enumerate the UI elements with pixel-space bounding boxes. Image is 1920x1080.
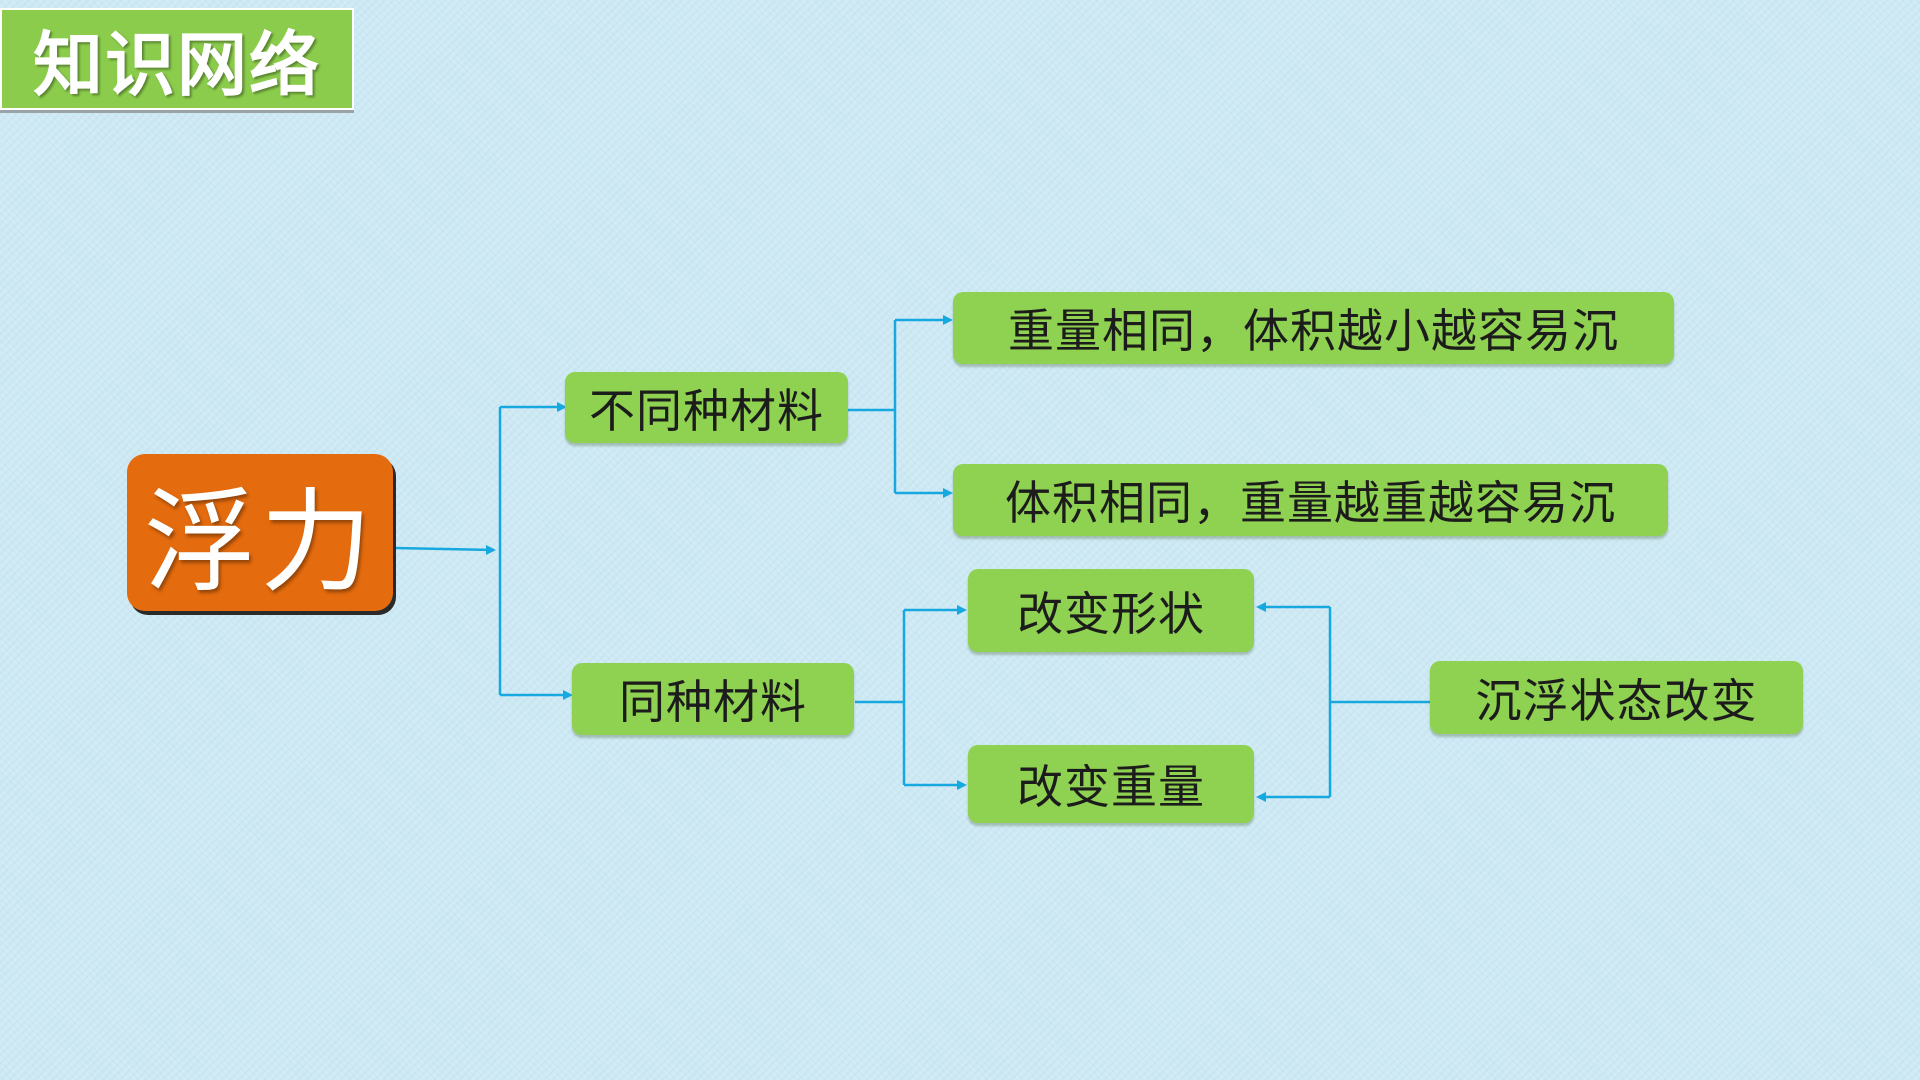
arrow-same-material xyxy=(563,690,573,700)
node-different-material-label: 不同种材料 xyxy=(589,383,824,438)
arrow-rule-volume xyxy=(943,488,953,498)
arrow-state-to-weight xyxy=(1256,792,1266,802)
arrow-change-shape xyxy=(957,605,967,615)
node-rule-same-weight-label: 重量相同，体积越小越容易沉 xyxy=(1008,304,1619,358)
node-change-weight: 改变重量 xyxy=(968,745,1254,823)
node-rule-same-volume: 体积相同，重量越重越容易沉 xyxy=(953,464,1668,536)
node-change-shape-label: 改变形状 xyxy=(1017,586,1205,641)
section-title: 知识网络 xyxy=(33,23,321,106)
arrow-rule-weight xyxy=(943,315,953,325)
node-different-material: 不同种材料 xyxy=(565,372,848,443)
node-rule-same-volume-label: 体积相同，重量越重越容易沉 xyxy=(1005,476,1616,530)
node-same-material-label: 同种材料 xyxy=(619,675,807,729)
section-title-box: 知识网络 xyxy=(0,8,354,110)
arrow-root xyxy=(486,545,496,555)
node-change-shape: 改变形状 xyxy=(968,569,1254,652)
root-node: 浮力 xyxy=(127,454,393,611)
arrow-different-material xyxy=(557,402,567,412)
node-rule-same-weight: 重量相同，体积越小越容易沉 xyxy=(953,292,1674,364)
arrow-change-weight xyxy=(957,780,967,790)
edge-root xyxy=(393,546,495,552)
arrow-state-to-shape xyxy=(1256,602,1266,612)
root-label: 浮力 xyxy=(144,477,376,608)
node-state-change: 沉浮状态改变 xyxy=(1430,661,1803,734)
node-same-material: 同种材料 xyxy=(572,663,854,735)
node-state-change-label: 沉浮状态改变 xyxy=(1475,673,1758,728)
node-change-weight-label: 改变重量 xyxy=(1017,760,1205,814)
